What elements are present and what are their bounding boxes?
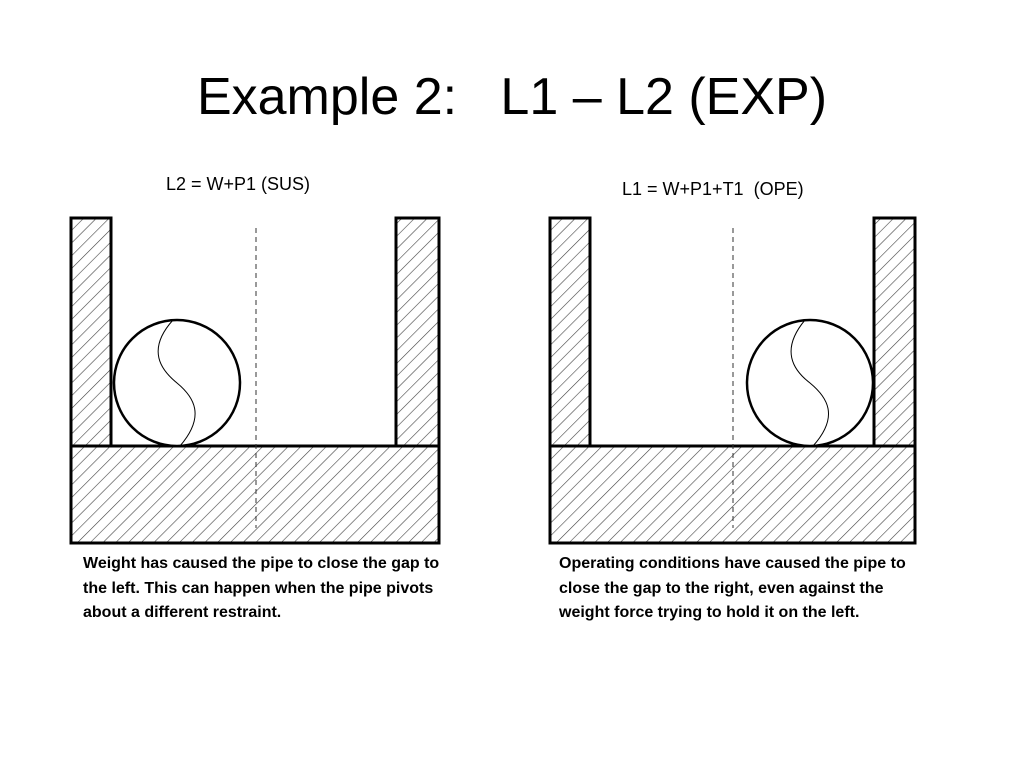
base-support [69,444,441,545]
sustained-case-diagram [69,216,441,545]
left-wall [548,216,592,448]
caption-sustained: Weight has caused the pipe to close the … [83,555,440,621]
operating-case-diagram [548,216,917,545]
slide-title: Example 2: L1 – L2 (EXP) [196,68,828,126]
base-support [548,444,917,545]
right-wall [394,216,441,448]
panel-label-ope: L1 = W+P1+T1 (OPE) [622,179,804,199]
right-wall [872,216,917,448]
pipe-s-curve [790,319,830,447]
caption-operating: Operating conditions have caused the pip… [559,555,906,621]
left-wall [69,216,113,448]
panel-label-sus: L2 = W+P1 (SUS) [166,174,311,194]
pipe-s-curve [157,319,196,447]
